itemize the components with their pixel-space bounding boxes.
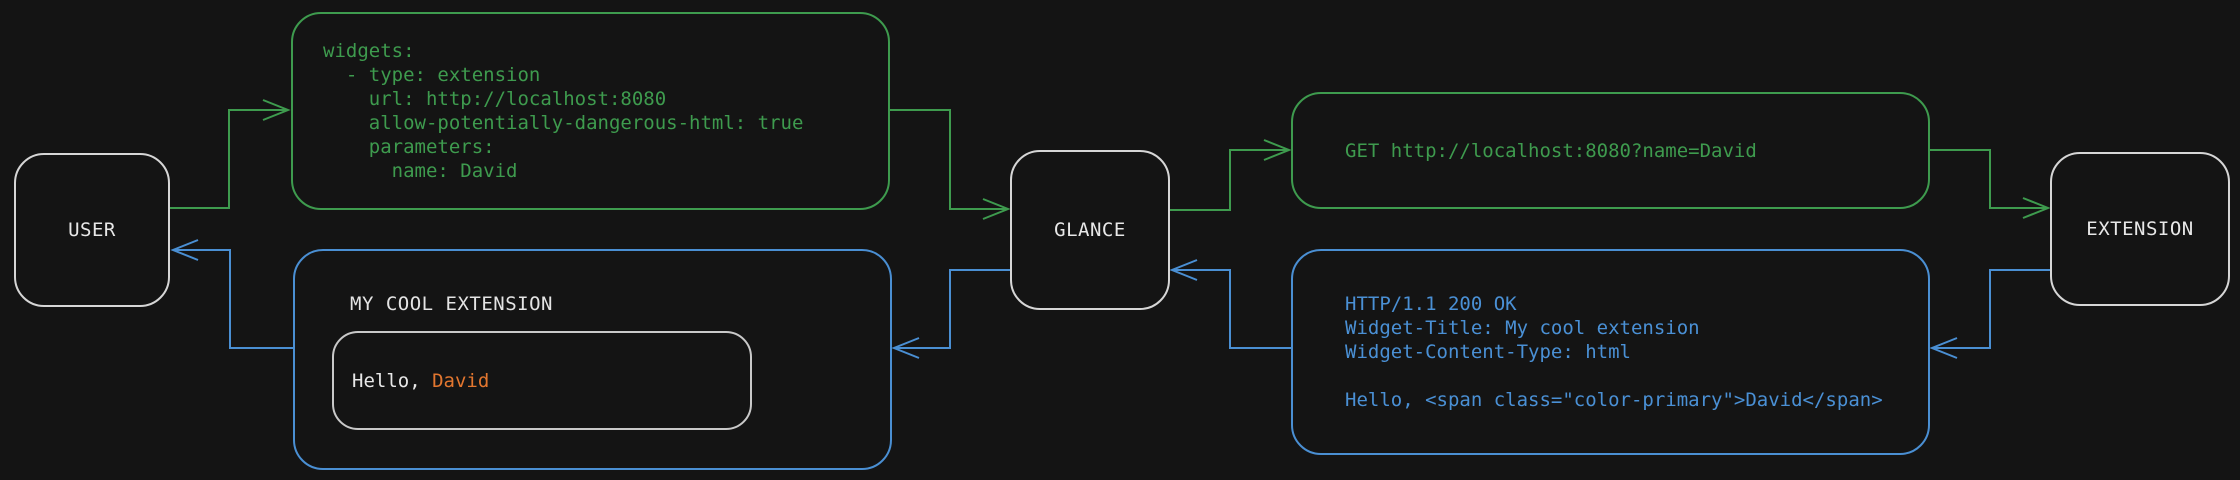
glance-node-label: GLANCE — [1054, 219, 1126, 241]
extension-node-label: EXTENSION — [2086, 218, 2194, 240]
greeting-name: David — [432, 369, 490, 392]
widget-preview-box: MY COOL EXTENSION Hello, David — [293, 249, 892, 470]
arrow-user-to-config — [170, 99, 291, 209]
arrow-extension-to-response — [1929, 269, 2050, 359]
arrow-config-to-glance — [890, 109, 1011, 220]
arrow-glance-to-widget — [891, 269, 1010, 359]
yaml-config-code: widgets: - type: extension url: http://l… — [323, 40, 804, 182]
greeting-prefix: Hello, — [352, 369, 433, 392]
http-response-box: HTTP/1.1 200 OK Widget-Title: My cool ex… — [1291, 249, 1930, 455]
glance-node: GLANCE — [1010, 150, 1170, 310]
arrow-widget-to-user — [170, 239, 293, 349]
widget-preview-title: MY COOL EXTENSION — [350, 293, 553, 315]
user-node-label: USER — [68, 219, 116, 241]
http-response-code: HTTP/1.1 200 OK Widget-Title: My cool ex… — [1345, 293, 1883, 411]
widget-greeting-box: Hello, David — [332, 331, 752, 430]
arrow-request-to-extension — [1930, 149, 2051, 219]
extension-node: EXTENSION — [2050, 152, 2230, 306]
http-request-code: GET http://localhost:8080?name=David — [1345, 139, 1757, 162]
user-node: USER — [14, 153, 170, 307]
arrow-response-to-glance — [1169, 259, 1291, 349]
http-request-box: GET http://localhost:8080?name=David — [1291, 92, 1930, 209]
yaml-config-box: widgets: - type: extension url: http://l… — [291, 12, 890, 210]
arrow-glance-to-request — [1170, 139, 1292, 211]
